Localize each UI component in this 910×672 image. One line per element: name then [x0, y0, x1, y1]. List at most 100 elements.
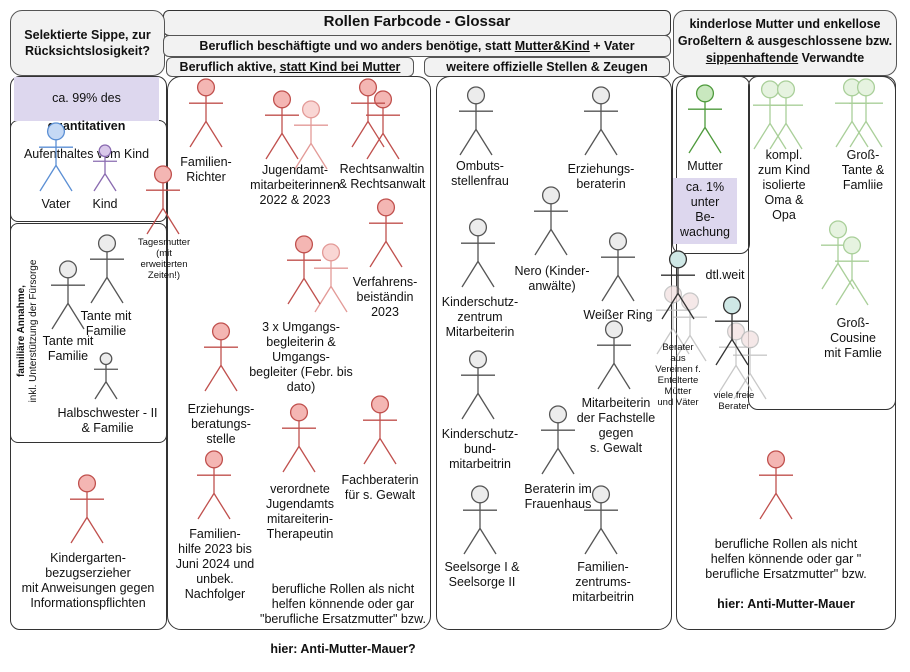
- mutter-label: Mutter: [687, 159, 723, 173]
- mid-header-underline: Mutter&Kind: [514, 39, 590, 53]
- verfahrensbeistaendin-label: Verfahrens- beiständin 2023: [352, 275, 418, 319]
- right-header-post: Verwandte: [798, 51, 865, 65]
- sub-right-header: weitere offizielle Stellen & Zeugen: [424, 57, 670, 77]
- familiaere-bold: familiäre Annahme,: [16, 285, 27, 377]
- oma-opa-label: kompl. zum Kind isolierte Oma & Opa: [757, 148, 811, 222]
- sub-left-pre: Beruflich aktive,: [179, 60, 280, 74]
- rechtsanwalt-label: Rechtsanwaltin & Rechtsanwalt: [338, 162, 426, 191]
- kind-label: Kind: [92, 197, 118, 211]
- sub-right-header-text: weitere offizielle Stellen & Zeugen: [446, 60, 648, 74]
- left-header: Selektierte Sippe, zur Rücksichtslosigke…: [10, 10, 165, 76]
- freie-berater-label: viele freie Berater: [713, 390, 755, 412]
- grandparents-frame: [748, 76, 896, 410]
- right-header-underline: sippenhaftende: [705, 51, 799, 65]
- seelsorge-figure-icon: [463, 485, 497, 555]
- vater-label: Vater: [41, 197, 71, 211]
- familienhilfe-figure-icon: [197, 450, 231, 520]
- fachberaterin-figure-icon: [363, 395, 397, 465]
- erziehungsberatungsstelle-label: Erziehungs- beratungs- stelle: [187, 402, 255, 446]
- berater-lead-icon: [661, 250, 695, 320]
- familienhilfe-label: Familien- hilfe 2023 bis Juni 2024 und u…: [175, 527, 255, 601]
- tante2-figure-icon: [51, 260, 85, 330]
- grosscousine-label: Groß- Cousine mit Famlie: [824, 316, 882, 360]
- kinderschutzbund-label: Kinderschutz- bund- mitarbeitrin: [441, 427, 519, 471]
- aufenthalt-pre: ca. 99% des: [52, 91, 121, 105]
- diagram-title: Rollen Farbcode - Glossar: [323, 13, 511, 30]
- kinderschutzbund-figure-icon: [461, 350, 495, 420]
- opa-figure-icon: [769, 80, 803, 150]
- professional-frame: [167, 76, 431, 630]
- grosscousine-figure-1-icon: [821, 220, 855, 290]
- sub-left-underline: statt Kind bei Mutter: [279, 60, 401, 74]
- right-header: kinderlose Mutter und enkellose Großelte…: [673, 10, 897, 76]
- mutter-figure-icon: [688, 84, 722, 154]
- weisser-ring-label: Weißer Ring: [583, 308, 653, 322]
- verfahrensbeistaendin-figure-icon: [369, 198, 403, 268]
- kinderschutzzentrum-figure-icon: [461, 218, 495, 288]
- familienzentrum-figure-icon: [584, 485, 618, 555]
- tante2-label: Tante mit Familie: [42, 334, 94, 363]
- mother-frame: [672, 76, 750, 254]
- aufenthalt-label: ca. 99% des quantitativen Aufenthaltes v…: [14, 77, 159, 175]
- umgang-figure-2-icon: [314, 243, 348, 313]
- umgang-figure-1-icon: [287, 235, 321, 305]
- aufenthalt-bold: quantitativen: [47, 119, 126, 133]
- mauer-mid-text: berufliche Rollen als nicht helfen könne…: [260, 582, 426, 626]
- seelsorge-label: Seelsorge I & Seelsorge II: [444, 560, 520, 589]
- right-header-pre: kinderlose Mutter und enkellose Großelte…: [677, 17, 893, 48]
- tagesmutter-label: Tagesmutter (mit erweiterten Zeiten!): [137, 237, 191, 281]
- kindergarten-label: Kindergarten- bezugserzieher mit Anweisu…: [21, 551, 155, 610]
- halbschwester-figure-icon: [94, 352, 118, 400]
- frauenhaus-label: Beraterin im Frauenhaus: [524, 482, 592, 511]
- ombuds-figure-icon: [459, 86, 493, 156]
- sub-left-header: Beruflich aktive, statt Kind bei Mutter: [166, 57, 414, 77]
- fachstelle-figure-icon: [597, 320, 631, 390]
- kind-figure-icon: [93, 144, 117, 192]
- freie-berater-crowd-2-icon: [733, 330, 767, 400]
- ombuds-label: Ombuts- stellenfrau: [451, 159, 509, 188]
- familiaere-annahme-label: familiäre Annahme, inkl. Unterstützung d…: [16, 226, 40, 436]
- familiaere-rest: inkl. Unterstützung der Fürsorge: [28, 259, 39, 403]
- halbschwester-label: Halbschwester - II & Familie: [57, 406, 158, 435]
- mauer-right-figure-icon: [759, 450, 793, 520]
- fachberaterin-label: Fachberaterin für s. Gewalt: [341, 473, 419, 502]
- berater-vereine-label: Berater aus Vereinen f. Entelterte Mütte…: [655, 342, 701, 408]
- mid-header-post: + Vater: [589, 39, 635, 53]
- mid-header-pre: Beruflich beschäftigte und wo anders ben…: [199, 39, 515, 53]
- oma-figure-icon: [753, 80, 787, 150]
- mauer-right-bold: hier: Anti-Mutter-Mauer: [717, 597, 855, 611]
- mauer-mid-bold: hier: Anti-Mutter-Mauer?: [270, 642, 416, 656]
- frauenhaus-figure-icon: [541, 405, 575, 475]
- freie-berater-lead-icon: [715, 296, 749, 366]
- official-frame: [436, 76, 672, 630]
- mauer-right-text: berufliche Rollen als nicht helfen könne…: [705, 537, 867, 581]
- grosstante-label: Groß- Tante & Famliie: [841, 148, 885, 192]
- erziehungsberatungsstelle-figure-icon: [204, 322, 238, 392]
- weisser-ring-figure-icon: [601, 232, 635, 302]
- tante1-label: Tante mit Familie: [80, 309, 132, 338]
- jugendamt-figure-2-icon: [294, 100, 328, 170]
- jugendamt-therapeutin-figure-icon: [282, 403, 316, 473]
- aufenthalt-highlight: [14, 77, 159, 121]
- familienrichter-figure-icon: [189, 78, 223, 148]
- tante1-figure-icon: [90, 234, 124, 304]
- relatives-frame: [10, 223, 167, 443]
- dtl-weit-label: dtl.weit: [705, 268, 745, 282]
- mauer-right-label: berufliche Rollen als nicht helfen könne…: [680, 522, 892, 627]
- kindergarten-figure-icon: [70, 474, 104, 544]
- familienzentrum-label: Familien- zentrums- mitarbeitrin: [572, 560, 634, 604]
- fachstelle-label: Mitarbeiterin der Fachstelle gegen s. Ge…: [576, 396, 656, 455]
- jugendamt-label: Jugendamt- mitarbeiterinnen 2022 & 2023: [250, 163, 340, 207]
- nero-label: Nero (Kinder- anwälte): [514, 264, 590, 293]
- erziehungsberaterin-label: Erziehungs- beraterin: [567, 162, 635, 191]
- bewachung-highlight: [673, 178, 737, 244]
- jugendamt-figure-1-icon: [265, 90, 299, 160]
- rechtsanwalt-figure-1-icon: [351, 78, 385, 148]
- grosscousine-figure-2-icon: [835, 236, 869, 306]
- nero-figure-icon: [534, 186, 568, 256]
- familienrichter-label: Familien- Richter: [180, 155, 232, 184]
- umgang-label: 3 x Umgangs- begleiterin & Umgangs- begl…: [249, 320, 353, 394]
- mid-header: Beruflich beschäftigte und wo anders ben…: [163, 35, 671, 57]
- grosstante-figure-2-icon: [849, 78, 883, 148]
- berater-crowd-1-icon: [656, 285, 690, 355]
